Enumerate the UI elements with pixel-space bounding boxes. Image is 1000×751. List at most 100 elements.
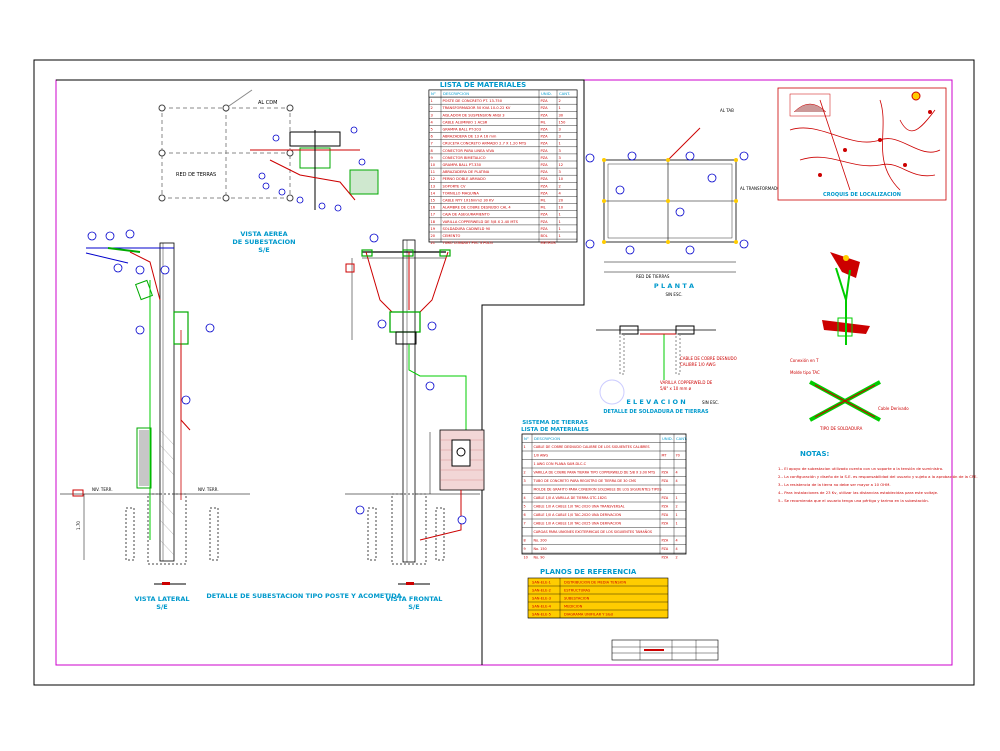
earthing-header-0: N° [524,436,529,441]
reference-description: DISTRIBUCION DE MEDIA TENSION [564,581,626,585]
earthing-cell: PZA [662,522,669,526]
earthing-cell: No. 90 [534,556,545,560]
reference-code: SAN-ELE-2 [532,589,551,593]
materials-header-1: DESCRIPCION [443,91,469,96]
materials-cell: 3 [559,149,561,153]
aerial-title-2: DE SUBESTACION [232,238,295,246]
materials-cell: 1 [559,220,561,224]
earthing-cell: 1 [524,445,526,449]
materials-cell: PZA [541,128,549,132]
earthing-cell: PZA [662,496,669,500]
reference-description: MEDICION [564,605,583,609]
materials-cell: 1 [559,227,561,231]
svg-text:TIPO DE SOLDADURA: TIPO DE SOLDADURA [819,426,863,431]
materials-cell: 1 [559,142,561,146]
materials-cell: ABRAZADERA DE 13 A 16 mm [443,135,497,139]
earthing-cell: 70 [676,454,680,458]
aerial-view: AL CDM RED DE TERRAS VISTA AEREA DE SUBE… [158,89,379,254]
materials-cell: 13 [431,184,436,188]
svg-text:AL TAB: AL TAB [720,108,734,113]
earthing-header-1: DESCRIPCION [534,436,560,441]
earthing-cell: CABLE DE COBRE DESNUDO CALIBRE DE LOS SI… [534,445,650,449]
planta-label: P L A N T A [654,282,694,290]
earthing-cell: 4 [676,479,678,483]
lateral-title-1: VISTA LATERAL [134,595,189,603]
materials-cell: ML [541,206,546,210]
materials-cell: PZA [541,142,549,146]
materials-cell: 3 [559,156,561,160]
materials-cell: CABLE ALUMINIO 1 ACSR [443,120,488,124]
materials-cell: BOL [541,234,548,238]
note-item: 1.- El apoyo de subestacion utilizado cu… [778,466,943,471]
title-block [611,639,719,661]
materials-cell: CAJA DE ASEGURAMIENTO [443,213,490,217]
svg-text:NIV. TERR.: NIV. TERR. [198,487,219,492]
earthing-cell: 6 [524,513,526,517]
reference-description: DIAGRAMA UNIFILAR Y S&U [564,613,614,617]
reference-code: SAN-ELE-3 [532,597,551,601]
materials-cell: 7 [431,142,433,146]
earthing-table: SISTEMA DE TIERRAS LISTA DE MATERIALES N… [521,420,687,560]
materials-cell: 3 [431,113,433,117]
earthing-cell: CABLE 1/0 A CABLE 1/0 TAC-2020 UNA DERIV… [534,513,622,517]
svg-text:AL TRANSFORMADOR: AL TRANSFORMADOR [740,186,783,191]
reference-description: SUBESTACION [564,597,590,601]
svg-text:CABLE DE COBRE DESNUDO: CABLE DE COBRE DESNUDO [680,356,737,361]
svg-text:Conexión en T: Conexión en T [790,358,819,363]
svg-text:VARILLA COPPERWELD DE: VARILLA COPPERWELD DE [660,380,713,385]
materials-cell: METROS [541,241,557,245]
materials-cell: 1 [559,234,561,238]
notes: NOTAS: 1.- El apoyo de subestacion utili… [778,450,978,503]
materials-cell: PZA [541,113,549,117]
materials-cell: PZA [541,163,549,167]
earthing-cell: 3 [524,479,526,483]
materials-cell: 12 [431,177,436,181]
planta-scale: SIN ESC. [665,292,682,297]
materials-cell: 1 [431,99,433,103]
materials-cell: AISLADOR DE SUSPENSION ANSI 3 [443,113,505,117]
earthing-cell: 4 [524,496,526,500]
materials-cell: 16 [431,206,436,210]
location-title: CROQUIS DE LOCALIZACION [823,192,901,198]
materials-cell: 5 [431,128,433,132]
earthing-header-2: UNID. [662,436,673,441]
earthing-cell: PZA [662,471,669,475]
reference-code: SAN-ELE-1 [532,581,551,585]
frontal-title-2: S/E [408,603,420,611]
earthing-title-1: SISTEMA DE TIERRAS [522,420,588,426]
materials-cell: ABRAZADERA DE PLATINA [443,170,490,174]
materials-cell: 150 [559,120,567,124]
earthing-header-3: CANT. [676,436,687,441]
materials-cell: GRAMPA BALL PT-330 [443,163,482,167]
materials-cell: PZA [541,191,549,195]
materials-cell: GRAMPA BALL PT-203 [443,128,482,132]
materials-header-0: N° [431,91,436,96]
lateral-view: NIV. TERR. NIV. TERR. 1.70 [60,229,250,611]
materials-cell: PZA [541,135,549,139]
earthing-cell: 5 [524,505,526,509]
notes-title: NOTAS: [800,450,829,458]
left-block-outline [56,79,585,665]
earthing-cell: CABLE 1/0 A CABLE 1/0 TAC-2020 UNA TRANS… [534,505,625,509]
materials-cell: PZA [541,99,549,103]
earthing-cell: 4 [676,539,678,543]
reference-description: ESTRUCTURAS [564,589,591,593]
earthing-cell: 1/0 AWG [534,454,549,458]
materials-cell: ALAMBRE DE COBRE DESNUDO CAL 4 [443,206,512,210]
earthing-cell: CABLE 1/0 A VARILLA DE TIERRA GTC-182G [534,496,608,500]
materials-cell: 3 [559,135,561,139]
materials-cell: PERNO DOBLE ARMADO [443,177,486,181]
earthing-cell: PZA [662,547,669,551]
materials-cell: SOLDADURA CADWELD 90 [443,227,491,231]
location-map: CROQUIS DE LOCALIZACION [777,87,947,201]
materials-cell: PZA [541,170,549,174]
earthing-cell: PZA [662,556,669,560]
materials-cell: 10 [431,163,436,167]
materials-cell: 19 [431,227,436,231]
materials-cell: PZA [541,227,549,231]
earthing-cell: 2 [676,505,678,509]
materials-cell: PZA [541,213,549,217]
materials-header-3: CANT. [559,91,570,96]
earthing-cell: No. 200 [534,539,547,543]
